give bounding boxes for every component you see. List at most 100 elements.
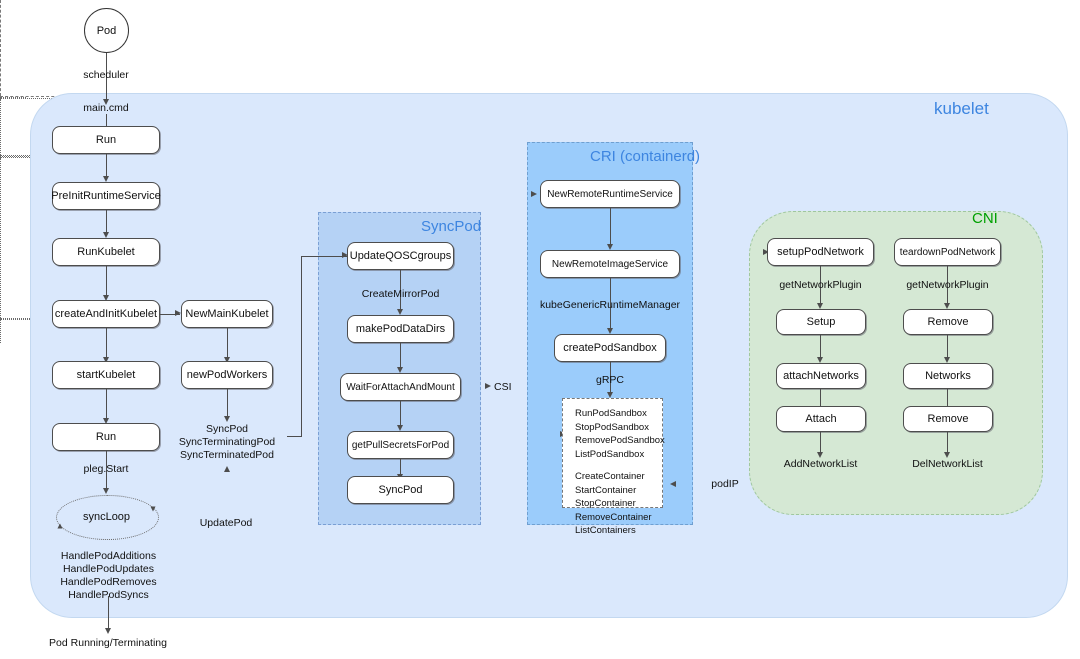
edge-updatepod-v [0,0,1,96]
node-createandinitkubelet[interactable]: createAndInitKubelet [52,300,160,328]
node-syncpod[interactable]: SyncPod [347,476,454,504]
edge-syncpod-cri-h1 [0,98,58,99]
arrow-remove-networks-icon [944,357,950,363]
edge-setuppodnetwork-setup [820,266,821,305]
edge-pod-to-main [106,53,107,101]
node-syncpod-label: SyncPod [378,484,423,496]
node-run-top-label: Run [95,134,117,146]
arrow-cri-cni-icon [763,249,769,255]
node-setup-label: Setup [806,316,836,328]
arrow-pod-to-main-icon [103,99,109,105]
arrow-attach-addnetworklist-icon [817,452,823,458]
arrow-setuppodnetwork-setup-icon [817,303,823,309]
node-getpullsecretsforpod[interactable]: getPullSecretsForPod [347,431,454,459]
node-remove-top[interactable]: Remove [903,309,993,335]
node-attachnetworks[interactable]: attachNetworks [776,363,866,389]
arrow-wait-getpullsecrets-icon [397,425,403,431]
group-kubelet-label: kubelet [934,99,989,118]
label-csi: CSI [494,381,512,393]
label-addnetworklist: AddNetworkList [783,458,858,470]
arrow-remove2-delnetworklist-icon [944,452,950,458]
node-setuppodnetwork[interactable]: setupPodNetwork [767,238,874,266]
edge-startkubelet-run [106,389,107,421]
edge-handlers-podrunning [108,596,109,630]
arrow-createinit-newmain-icon [175,310,181,316]
arrow-makepoddatadirs-wait-icon [397,367,403,373]
arrow-run-preinit-icon [103,176,109,182]
arrow-updatepod-icon [224,466,230,472]
edge-newpodworkers-sync [227,389,228,418]
arrow-newpodworkers-sync-icon [224,416,230,422]
arrow-runtimesvc-imagesvc-icon [607,244,613,250]
edge-createsandbox-grpc [610,362,611,394]
node-newremoteimageservice[interactable]: NewRemoteImageService [540,250,680,278]
node-newremoteimageservice-label: NewRemoteImageService [551,258,669,270]
arrow-syncloop-right-icon [150,506,156,512]
node-startkubelet[interactable]: startKubelet [52,361,160,389]
node-createandinitkubelet-label: createAndInitKubelet [54,308,158,320]
node-remove-bottom-label: Remove [927,413,969,425]
node-networks[interactable]: Networks [903,363,993,389]
node-newremoteruntimeservice-label: NewRemoteRuntimeService [547,188,673,200]
edge-run-preinit [106,154,107,177]
edge-teardown-remove [947,266,948,305]
node-run-bottom[interactable]: Run [52,423,160,451]
edge-getpullsecrets-syncpod [400,459,401,476]
edge-remove-networks [947,335,948,359]
node-remove-bottom[interactable]: Remove [903,406,993,432]
node-setup[interactable]: Setup [776,309,866,335]
edge-sync-to-qos-h1 [287,436,302,437]
edge-cri-cni-v [0,158,1,318]
edge-podip-v [0,320,1,343]
node-makepoddatadirs-label: makePodDataDirs [355,323,446,335]
arrow-podip-icon [670,481,676,487]
edge-createinit-newmain [160,314,180,315]
arrow-preinit-cri-icon [531,191,537,197]
edge-preinit-runkubelet [106,210,107,233]
node-updateqoscgroups[interactable]: UpdateQOSCgroups [347,242,454,270]
node-newpodworkers[interactable]: newPodWorkers [181,361,273,389]
arrow-qos-makepoddatadirs-icon [397,309,403,315]
edge-sync-to-qos-v [301,256,302,437]
node-newmainkubelet-label: NewMainKubelet [185,308,269,320]
syncloop-ellipse [56,495,159,540]
node-attach-label: Attach [805,413,837,425]
arrow-podrunning-icon [105,628,111,634]
node-run-bottom-label: Run [95,431,117,443]
node-updateqoscgroups-label: UpdateQOSCgroups [349,250,452,262]
node-createpodsandbox[interactable]: createPodSandbox [554,334,666,362]
arrow-teardown-remove-icon [944,303,950,309]
node-newpodworkers-label: newPodWorkers [186,369,268,381]
node-makepoddatadirs[interactable]: makePodDataDirs [347,315,454,343]
node-runkubelet[interactable]: RunKubelet [52,238,160,266]
node-newmainkubelet[interactable]: NewMainKubelet [181,300,273,328]
arrow-createsandbox-grpc-icon [607,392,613,398]
node-preinitruntimeservice[interactable]: PreInitRuntimeService [51,182,161,210]
arrow-startkubelet-run-icon [103,418,109,424]
node-attachnetworks-label: attachNetworks [783,370,859,382]
arrow-run-syncloop-icon [103,488,109,494]
node-syncloop-label: syncLoop [82,511,131,523]
edge-updatepod-h [0,96,85,97]
arrow-setup-attachnetworks-icon [817,357,823,363]
node-cri-api-list[interactable]: RunPodSandbox StopPodSandbox RemovePodSa… [562,398,665,536]
node-run-top[interactable]: Run [52,126,160,154]
arrow-syncloop-left-icon [57,523,63,529]
node-preinitruntimeservice-label: PreInitRuntimeService [51,190,161,202]
node-remove-top-label: Remove [927,316,969,328]
node-attach[interactable]: Attach [776,406,866,432]
label-scheduler: scheduler [83,69,129,81]
edge-remove2-delnetworklist [947,432,948,454]
edge-runkubelet-createinit [106,266,107,298]
node-newremoteruntimeservice[interactable]: NewRemoteRuntimeService [540,180,680,208]
cri-api-sandbox-methods: RunPodSandbox StopPodSandbox RemovePodSa… [575,408,665,460]
node-teardownpodnetwork[interactable]: teardownPodNetwork [894,238,1001,266]
node-pod[interactable]: Pod [84,8,129,53]
arrow-csi-icon [485,383,491,389]
arrow-preinit-runkubelet-icon [103,232,109,238]
label-pleg-start: pleg.Start [83,463,129,475]
node-networks-label: Networks [925,370,971,382]
edge-wait-getpullsecrets [400,401,401,427]
node-waitforattachandmount[interactable]: WaitForAttachAndMount [340,373,461,401]
